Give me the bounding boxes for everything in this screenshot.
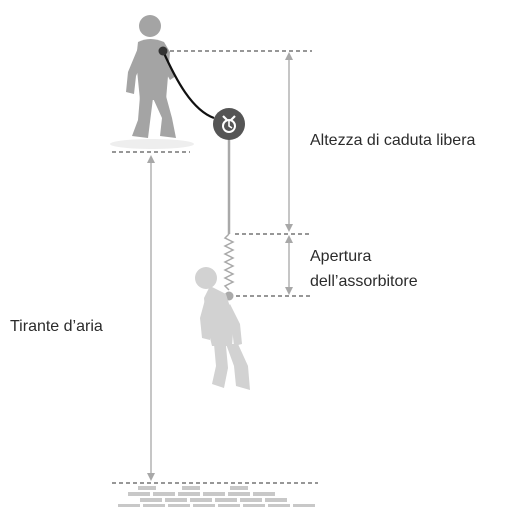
absorber-opening-label-line1: Apertura (310, 248, 371, 265)
clearance-label: Tirante d’aria (10, 318, 103, 335)
energy-absorber (223, 233, 235, 291)
standing-worker-icon (110, 15, 194, 149)
fall-arrest-device-icon (213, 108, 245, 140)
brick-ground-icon (118, 486, 315, 507)
falling-worker-icon (195, 267, 250, 390)
lanyard (161, 50, 215, 120)
free-fall-height-label: Altezza di caduta libera (310, 132, 476, 149)
free-fall-height-dimension (285, 52, 293, 232)
absorber-opening-label-line2: dell’assorbitore (310, 273, 418, 290)
clearance-dimension (147, 155, 155, 481)
absorber-opening-dimension (285, 235, 293, 295)
harness-attachment-point (158, 46, 168, 56)
